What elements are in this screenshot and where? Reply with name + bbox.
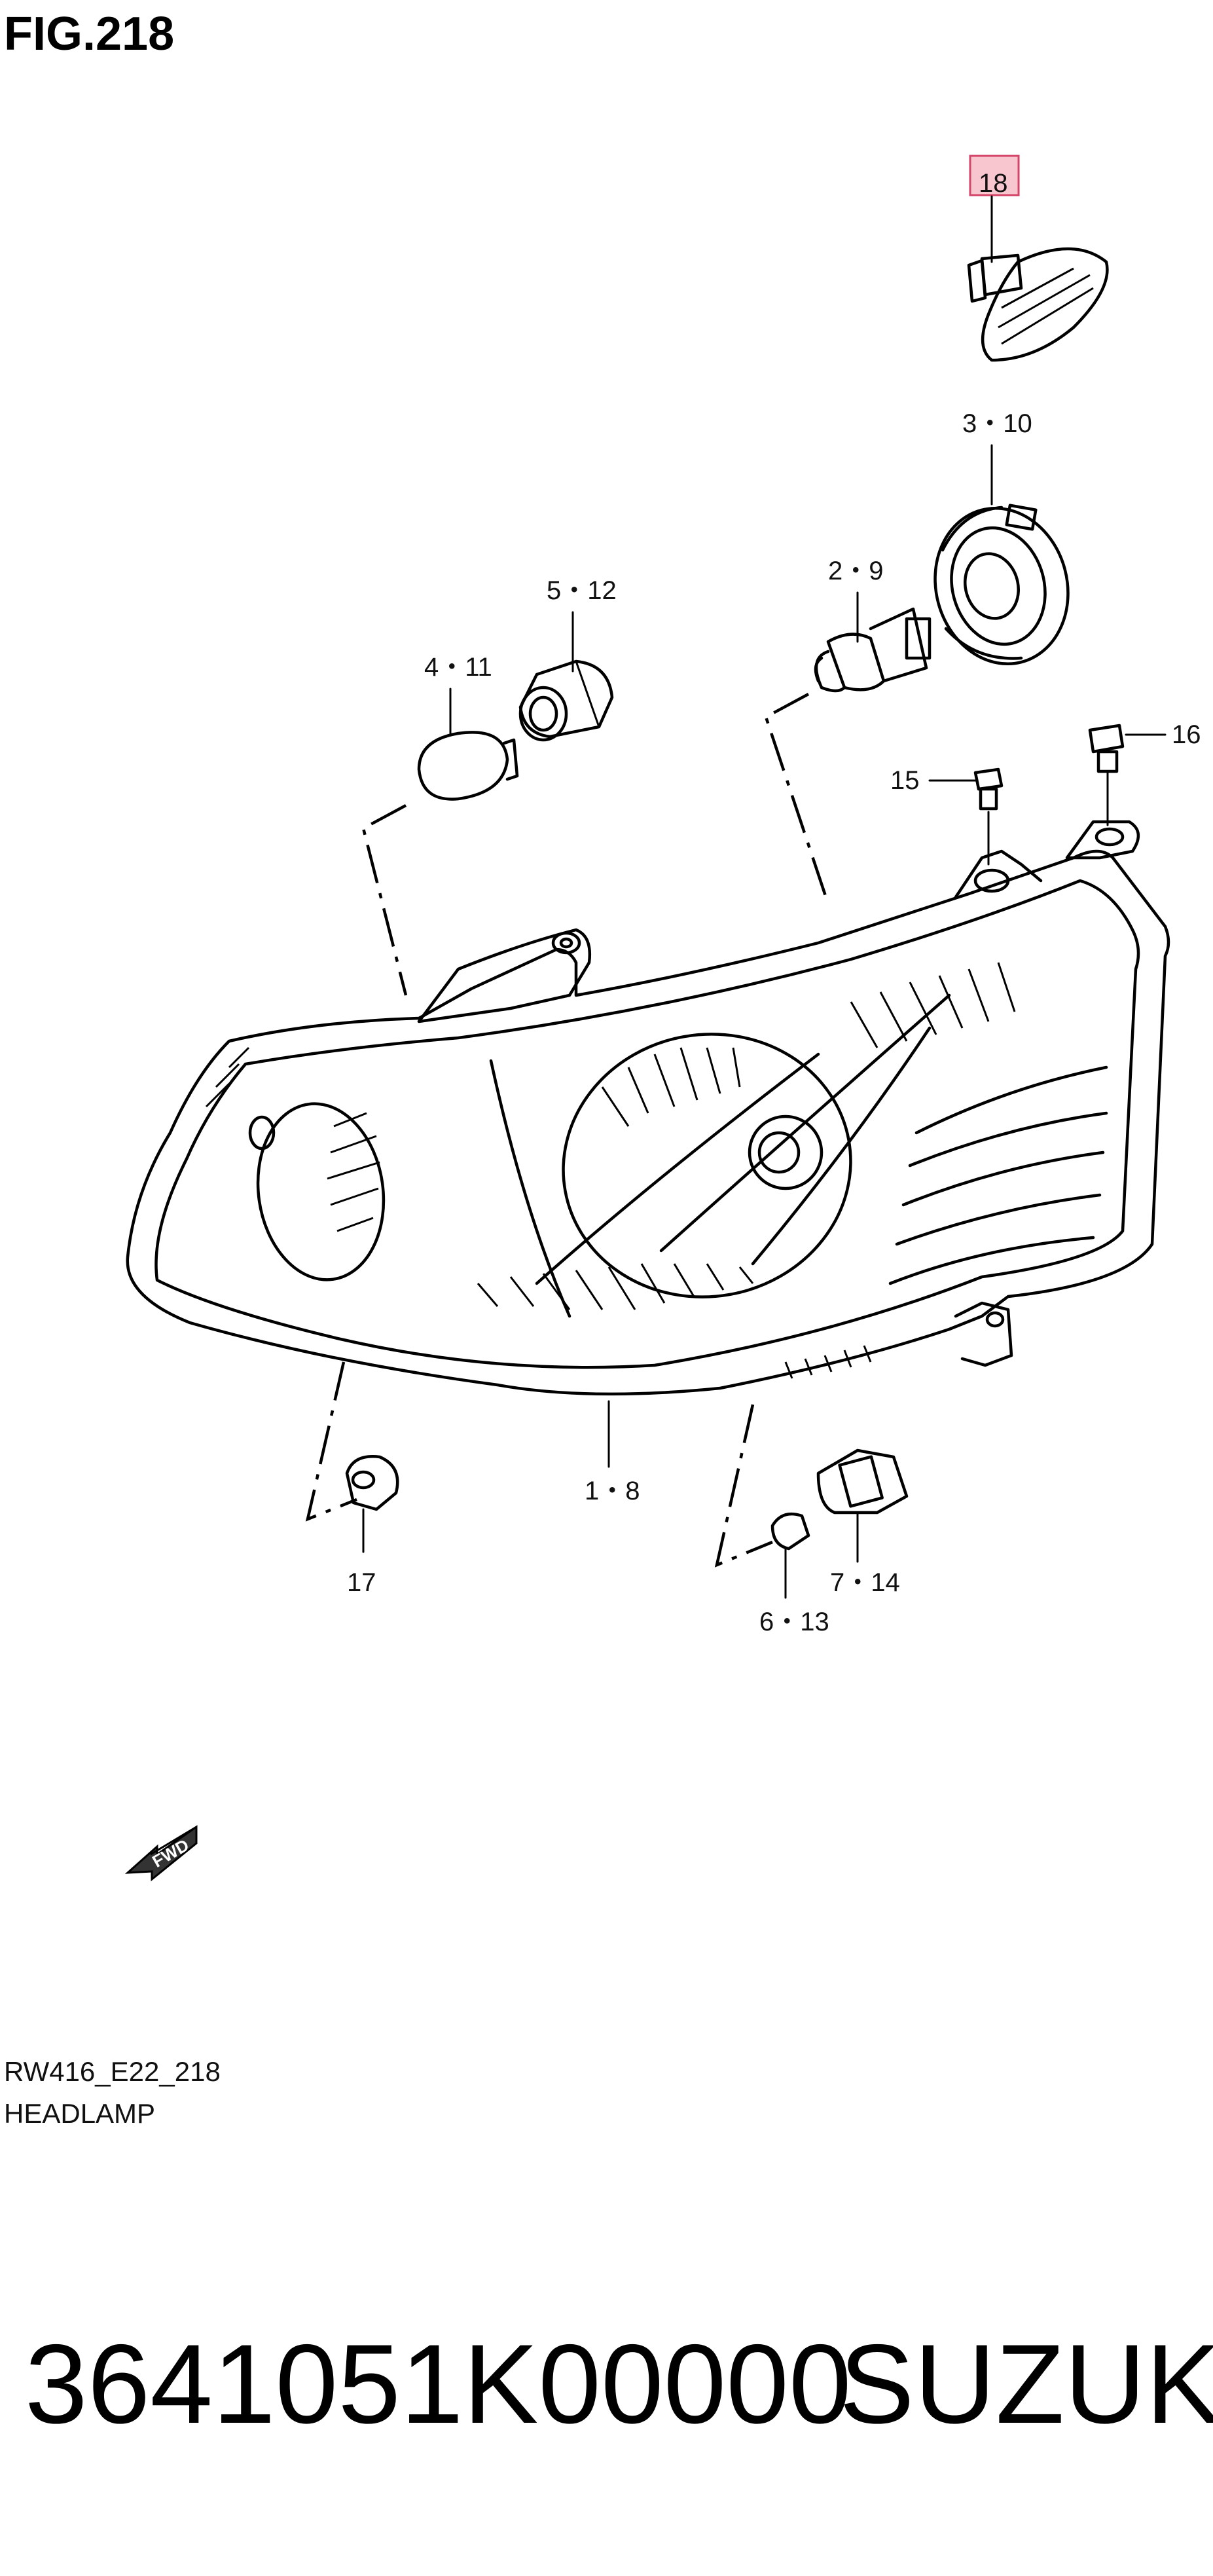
part-5-12-bulb-socket[interactable]: 5・12: [518, 576, 617, 742]
part-18-side-marker[interactable]: 18: [967, 155, 1109, 362]
part-3-10-bulb-cover[interactable]: 3・10: [918, 409, 1085, 679]
callout-18[interactable]: 18: [979, 169, 1008, 198]
callout-2-9[interactable]: 2・9: [828, 557, 884, 585]
callout-6-13[interactable]: 6・13: [759, 1608, 829, 1636]
callout-4-11[interactable]: 4・11: [424, 653, 492, 682]
part-15-screw[interactable]: 15: [890, 766, 1004, 866]
part-7-14-position-socket[interactable]: [816, 1448, 909, 1563]
callout-3-10[interactable]: 3・10: [962, 409, 1032, 438]
callout-5-12[interactable]: 5・12: [547, 576, 617, 605]
part-2-9-headlamp-bulb[interactable]: 2・9: [814, 557, 932, 693]
callout-18-highlight: [969, 155, 1020, 196]
part-4-11-turn-bulb[interactable]: 4・11: [417, 653, 519, 801]
callout-15[interactable]: 15: [890, 766, 920, 795]
figure-name: HEADLAMP: [4, 2098, 155, 2129]
fwd-arrow-icon: FWD: [124, 1825, 198, 1882]
callout-1-8[interactable]: 1・8: [585, 1477, 640, 1505]
figure-title: FIG.218: [4, 8, 174, 60]
callout-17[interactable]: 17: [347, 1568, 376, 1597]
callout-7-14[interactable]: 7・14: [830, 1568, 900, 1597]
part-17-clip[interactable]: [305, 1361, 399, 1553]
part-6-13-position-bulb[interactable]: [714, 1404, 810, 1599]
figure-code: RW416_E22_218: [4, 2056, 221, 2087]
part-16-clip[interactable]: 16: [1088, 720, 1201, 826]
part-number: 3641051K00000: [25, 2321, 852, 2447]
callout-16[interactable]: 16: [1172, 720, 1201, 749]
brand-name: SUZUKI: [839, 2321, 1213, 2447]
part-1-8-headlamp-housing[interactable]: [126, 820, 1170, 1468]
